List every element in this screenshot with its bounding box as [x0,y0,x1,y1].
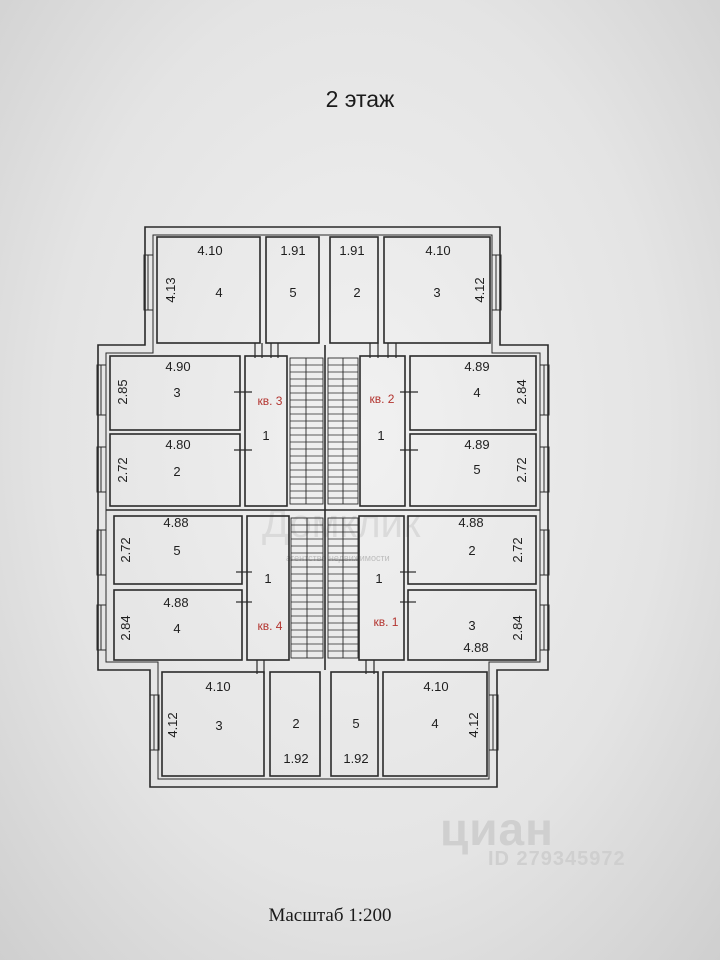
apartment-label: кв. 1 [374,615,399,629]
domclick-watermark-sub: агентство недвижимости [286,553,390,563]
corridor-outline [358,515,405,661]
corridor-outline [359,355,406,507]
room-dimension: 4.88 [463,640,488,655]
room-number: 3 [173,385,180,400]
stairs [289,357,359,659]
room-outline [409,433,537,507]
room-dimension: 4.12 [466,712,481,737]
room-outline [383,236,491,344]
outer-wall [97,226,549,788]
room-number: 2 [173,464,180,479]
apartment-label: кв. 4 [258,619,283,633]
room-number: 4 [431,716,438,731]
room-dimension: 2.85 [115,379,130,404]
room-outline [269,671,321,777]
room-number: 3 [433,285,440,300]
cian-listing-id: ID 279345972 [488,848,626,870]
room-dimension: 2.84 [510,615,525,640]
room-dimension: 4.13 [163,277,178,302]
room-dimension: 4.89 [464,359,489,374]
room-number: 3 [215,718,222,733]
room-outline [265,236,320,344]
room-dimension: 4.10 [197,243,222,258]
corridor-outline [244,355,288,507]
room-dimension: 1.91 [280,243,305,258]
door-marks [234,343,418,674]
room-number: 2 [353,285,360,300]
room-dimension: 2.72 [510,537,525,562]
room-number: 5 [289,285,296,300]
room-dimension: 4.10 [425,243,450,258]
room-dimension: 4.89 [464,437,489,452]
room-outline [161,671,265,777]
room-number: 1 [377,428,384,443]
room-outline [113,515,243,585]
room-dimension: 2.84 [118,615,133,640]
corridor-outline [246,515,290,661]
room-outline [156,236,261,344]
room-number: 5 [473,462,480,477]
room-outline [382,671,488,777]
room-outline [409,355,537,431]
apartment-label: кв. 3 [258,394,283,408]
room-outline [407,515,537,585]
room-number: 2 [292,716,299,731]
room-outline [407,589,537,661]
room-dimension: 4.80 [165,437,190,452]
room-dimension: 4.10 [423,679,448,694]
room-dimension: 2.72 [115,457,130,482]
room-dimension: 4.90 [165,359,190,374]
room-number: 4 [215,285,222,300]
outer-wall-inner [105,234,541,780]
room-number: 2 [468,543,475,558]
room-outline [329,236,379,344]
room-dimension: 2.84 [514,379,529,404]
room-dimension: 1.92 [283,751,308,766]
room-number: 4 [473,385,480,400]
room-number: 1 [375,571,382,586]
floor-title: 2 этаж [325,86,395,112]
room-dimension: 4.10 [205,679,230,694]
room-dimension: 4.88 [458,515,483,530]
room-outline [109,355,241,431]
room-number: 3 [468,618,475,633]
room-dimension: 1.92 [343,751,368,766]
room-number: 1 [262,428,269,443]
room-outline [113,589,243,661]
room-dimension: 2.72 [514,457,529,482]
room-number: 5 [352,716,359,731]
room-number: 1 [264,571,271,586]
room-outline [330,671,379,777]
windows [96,254,550,751]
room-dimension: 4.88 [163,595,188,610]
scale-caption: Масштаб 1:200 [268,905,392,926]
room-dimension: 2.72 [118,537,133,562]
cian-watermark: циан [440,803,554,855]
room-outline [109,433,241,507]
room-dimension: 4.12 [472,277,487,302]
room-dimension: 4.88 [163,515,188,530]
apartment-label: кв. 2 [370,392,395,406]
room-dimension: 4.12 [165,712,180,737]
room-number: 4 [173,621,180,636]
room-number: 5 [173,543,180,558]
room-dimension: 1.91 [339,243,364,258]
